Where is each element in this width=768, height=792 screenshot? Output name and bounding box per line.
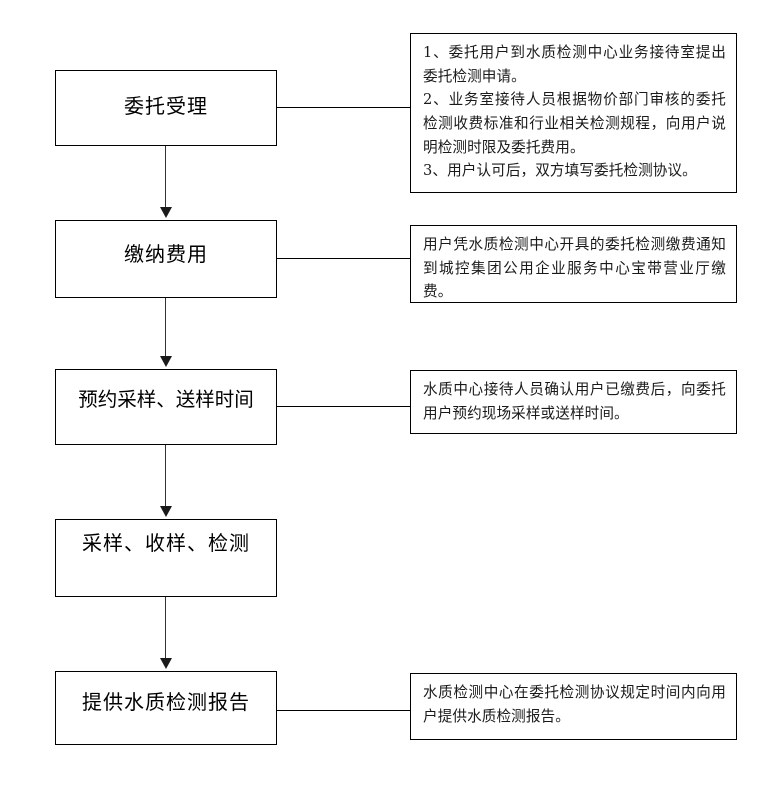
connector-step-2-to-step-3 xyxy=(165,298,166,356)
flow-box-step-3[interactable]: 预约采样、送样时间 xyxy=(55,369,277,445)
arrow-head-step-2-to-step-3 xyxy=(160,356,172,367)
connector-step-4-to-step-5 xyxy=(165,597,166,659)
connector-step-5-to-note-5 xyxy=(276,710,411,711)
flow-box-step-2[interactable]: 缴纳费用 xyxy=(55,220,277,298)
note-box-step-2: 用户凭水质检测中心开具的委托检测缴费通知到城控集团公用企业服务中心宝带营业厅缴费… xyxy=(410,225,737,303)
note-box-step-3: 水质中心接待人员确认用户已缴费后，向委托用户预约现场采样或送样时间。 xyxy=(410,370,737,434)
flow-box-label-step-5: 提供水质检测报告 xyxy=(82,692,250,714)
flow-box-step-5[interactable]: 提供水质检测报告 xyxy=(55,671,277,745)
connector-step-3-to-step-4 xyxy=(165,445,166,507)
flow-box-label-step-3: 预约采样、送样时间 xyxy=(78,389,254,411)
note-text-step-2: 用户凭水质检测中心开具的委托检测缴费通知到城控集团公用企业服务中心宝带营业厅缴费… xyxy=(423,236,726,301)
connector-step-3-to-note-3 xyxy=(276,406,411,407)
note-box-step-1: 1、委托用户到水质检测中心业务接待室提出委托检测申请。 2、业务室接待人员根据物… xyxy=(410,33,737,193)
flow-box-label-step-2: 缴纳费用 xyxy=(124,244,208,266)
connector-step-1-to-step-2 xyxy=(165,146,166,208)
note-text-step-3: 水质中心接待人员确认用户已缴费后，向委托用户预约现场采样或送样时间。 xyxy=(423,381,726,422)
connector-step-1-to-note-1 xyxy=(276,107,411,108)
flow-box-step-4[interactable]: 采样、收样、检测 xyxy=(55,519,277,597)
flow-box-label-step-1: 委托受理 xyxy=(124,96,208,118)
note-text-step-1: 1、委托用户到水质检测中心业务接待室提出委托检测申请。 2、业务室接待人员根据物… xyxy=(423,44,726,180)
connector-step-2-to-note-2 xyxy=(276,258,411,259)
note-text-step-5: 水质检测中心在委托检测协议规定时间内向用户提供水质检测报告。 xyxy=(423,684,726,725)
arrow-head-step-3-to-step-4 xyxy=(160,506,172,517)
flow-box-step-1[interactable]: 委托受理 xyxy=(55,70,277,146)
flow-box-label-step-4: 采样、收样、检测 xyxy=(82,533,250,555)
arrow-head-step-4-to-step-5 xyxy=(160,658,172,669)
note-box-step-5: 水质检测中心在委托检测协议规定时间内向用户提供水质检测报告。 xyxy=(410,673,737,740)
arrow-head-step-1-to-step-2 xyxy=(160,207,172,218)
